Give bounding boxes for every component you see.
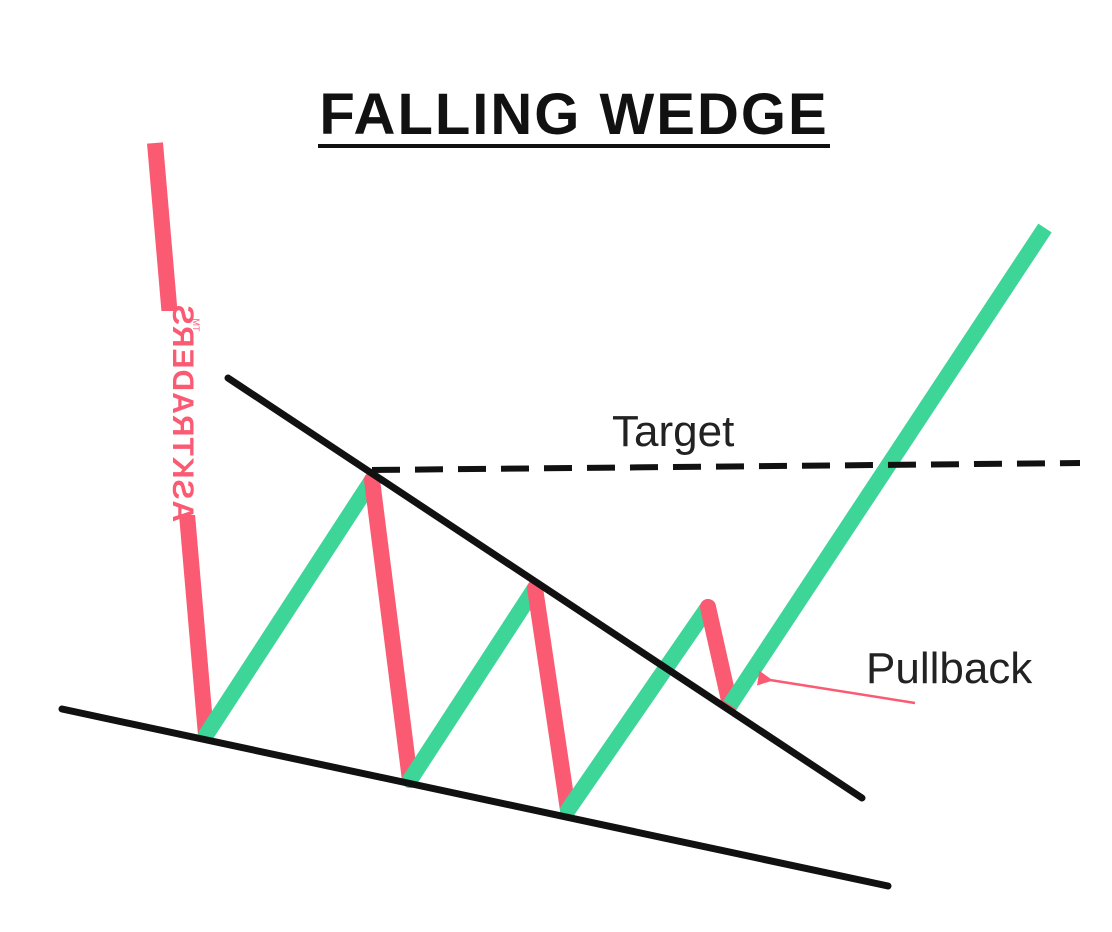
pullback-arrow: [756, 670, 916, 705]
lower-trendline: [58, 705, 892, 890]
breakout-leg: [560, 599, 716, 818]
up-leg-1: [198, 472, 380, 743]
target-line: [371, 460, 1081, 473]
pullback-leg: [700, 599, 738, 713]
pullback-label: Pullback: [866, 644, 1033, 693]
diagram-title: FALLING WEDGE: [319, 82, 828, 147]
down-leg-2: [527, 580, 576, 818]
watermark-trademark: TM: [191, 319, 201, 332]
continuation-leg: [723, 223, 1052, 710]
up-leg-2: [402, 580, 543, 788]
target-label: Target: [612, 407, 734, 456]
down-leg-1: [364, 472, 418, 788]
upper-trendline: [224, 374, 866, 802]
asktraders-watermark: ASKTRADERS TM: [157, 304, 201, 522]
watermark-text: ASKTRADERS: [166, 304, 199, 522]
